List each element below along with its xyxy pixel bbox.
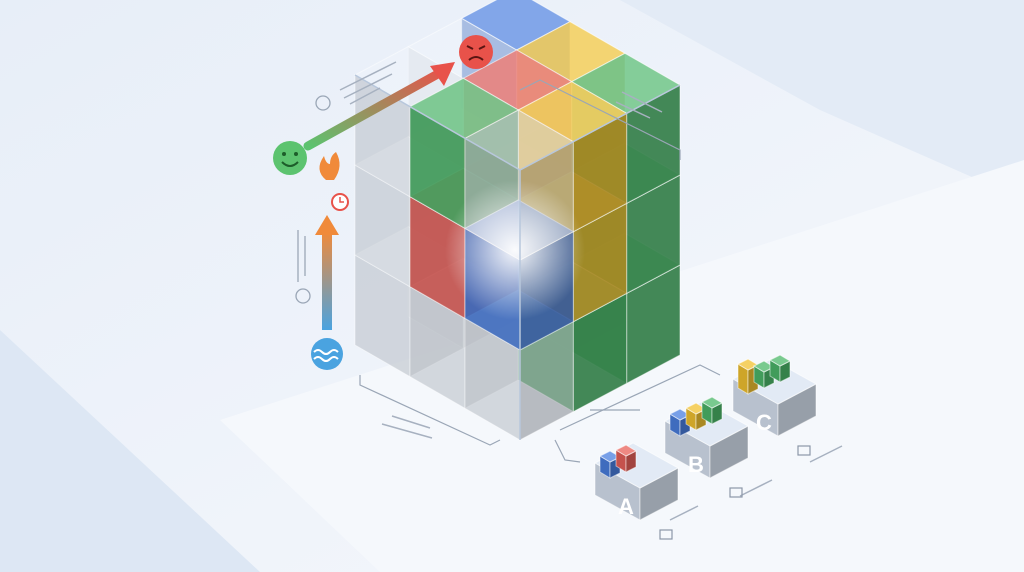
light-glow — [445, 180, 585, 320]
connector-lines — [359, 79, 721, 463]
envelope-icon — [659, 529, 673, 540]
tray-label: B — [688, 452, 704, 477]
tray-a: A — [593, 442, 680, 540]
clock-icon — [295, 288, 311, 304]
text-lines — [297, 61, 843, 521]
heat-arrow — [315, 215, 339, 330]
neutral-face-icon — [315, 95, 331, 111]
tray-b: B — [663, 396, 750, 498]
tray-block — [668, 408, 692, 437]
glass-cube — [353, 0, 682, 441]
tray-block — [614, 444, 638, 473]
background-plane — [620, 0, 1024, 200]
tray-c: C — [731, 354, 818, 456]
tray-block — [598, 450, 622, 479]
mood-arrow — [303, 62, 455, 151]
happy-face-icon — [273, 141, 307, 175]
water-icon — [311, 338, 343, 370]
tray-block — [700, 396, 724, 425]
glass-cube-outline — [354, 74, 681, 440]
output-trays: A B C — [593, 354, 818, 540]
tray-label: C — [756, 410, 772, 435]
tray-block — [752, 360, 776, 389]
background-plane — [0, 330, 260, 572]
tray-block — [768, 354, 792, 383]
angry-face-icon — [459, 35, 493, 69]
fire-clock-icon — [319, 152, 349, 211]
envelope-icon — [797, 445, 811, 456]
envelope-icon — [729, 487, 743, 498]
tray-label: A — [618, 494, 634, 519]
